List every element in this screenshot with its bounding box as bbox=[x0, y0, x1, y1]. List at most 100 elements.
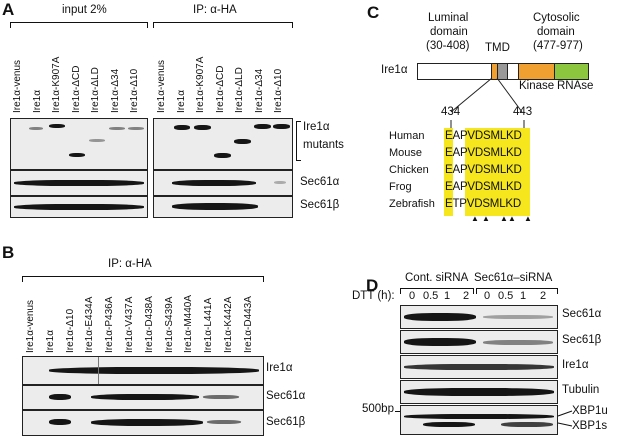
band bbox=[501, 422, 553, 427]
panel-d-row-sec61b: Sec61β bbox=[562, 334, 602, 346]
panel-c-rnase-label: RNAse bbox=[557, 80, 594, 92]
dtt-time-label: 2 bbox=[540, 290, 547, 302]
band bbox=[29, 127, 43, 130]
panel-c-luminal-2: domain bbox=[430, 26, 468, 38]
panel-b-ip-bracket bbox=[22, 276, 264, 282]
panel-a-ip-bracket bbox=[153, 22, 293, 28]
band bbox=[49, 394, 71, 400]
band bbox=[49, 124, 65, 128]
band bbox=[483, 340, 553, 345]
panel-c-highlight-e bbox=[444, 128, 453, 216]
panel-d-row-xbp1u: XBP1u bbox=[572, 405, 608, 417]
panel-d-xbp1-pointers bbox=[557, 410, 573, 427]
band bbox=[274, 181, 286, 184]
band bbox=[69, 153, 85, 157]
panel-c-luminal-1: Luminal bbox=[428, 12, 469, 24]
alignment-sequence: EAPVDSMLKD bbox=[445, 130, 522, 142]
dtt-time-label: 0.5 bbox=[498, 290, 514, 302]
panel-d-cont-label: Cont. siRNA bbox=[405, 272, 469, 284]
panel-a-row-sec61a: Sec61α bbox=[300, 176, 340, 188]
alignment-sequence: ETPVDSMLKD bbox=[445, 198, 521, 210]
alignment-sequence: EAPVDSMLKD bbox=[445, 147, 522, 159]
panel-b-blot-sec61a bbox=[22, 385, 264, 410]
dtt-time-label: 1 bbox=[520, 290, 527, 302]
panel-a-blot-input-sec61b bbox=[10, 196, 148, 218]
panel-a-row-sec61b: Sec61β bbox=[300, 199, 340, 211]
conservation-marker-icon: ▲ bbox=[482, 214, 490, 223]
band bbox=[234, 139, 251, 144]
band bbox=[404, 414, 554, 419]
panel-b-row-sec61a: Sec61α bbox=[266, 390, 306, 402]
panel-c-kinase-label: Kinase bbox=[519, 80, 555, 92]
panel-d-row-tubulin: Tubulin bbox=[562, 384, 600, 396]
alignment-sequence: EAPVDSMLKD bbox=[445, 181, 522, 193]
panel-a-row-mutants-line2: mutants bbox=[303, 139, 344, 151]
conservation-marker-icon: ▲ bbox=[500, 214, 508, 223]
conservation-marker-icon: ▲ bbox=[524, 214, 532, 223]
panel-a-blot-input-mutants bbox=[10, 118, 148, 170]
band bbox=[91, 419, 203, 426]
panel-c-tmd: TMD bbox=[485, 42, 510, 54]
band bbox=[404, 338, 476, 346]
dtt-time-label: 0 bbox=[484, 290, 491, 302]
panel-a-blot-ip-sec61a bbox=[153, 170, 293, 196]
band bbox=[49, 419, 71, 425]
band bbox=[404, 388, 554, 396]
alignment-species: Frog bbox=[389, 181, 412, 193]
panel-a-mutants-brace bbox=[296, 121, 301, 161]
alignment-species: Mouse bbox=[389, 147, 423, 159]
band bbox=[404, 364, 554, 370]
panel-d-blot-tubulin bbox=[400, 380, 558, 404]
panel-c-highlight-core bbox=[465, 128, 530, 216]
panel-d-letter: D bbox=[366, 276, 379, 295]
band bbox=[172, 180, 256, 186]
band bbox=[214, 153, 231, 158]
panel-d-ladder-tick bbox=[395, 411, 400, 412]
panel-a-row-mutants-line1: Ire1α bbox=[303, 121, 330, 133]
panel-c-protein-label: Ire1α bbox=[381, 64, 408, 76]
dtt-time-label: 0.5 bbox=[423, 290, 439, 302]
band bbox=[483, 315, 553, 319]
dtt-time-label: 1 bbox=[444, 290, 451, 302]
panel-a-blot-ip-mutants bbox=[153, 118, 293, 170]
alignment-species: Chicken bbox=[389, 164, 429, 176]
panel-d-ladder-label: 500bp bbox=[362, 403, 394, 415]
panel-d-blot-ire1a bbox=[400, 355, 558, 379]
dtt-time-label: 2 bbox=[463, 290, 470, 302]
band bbox=[404, 313, 476, 321]
panel-c-letter: C bbox=[367, 3, 380, 22]
panel-d-sec-bracket bbox=[476, 288, 558, 294]
panel-d-blot-sec61a bbox=[400, 305, 558, 329]
panel-d-row-sec61a: Sec61α bbox=[562, 308, 602, 320]
panel-a-input-label: input 2% bbox=[62, 4, 107, 16]
band bbox=[254, 124, 271, 129]
panel-a-blot-input-sec61a bbox=[10, 170, 148, 196]
panel-a-blot-ip-sec61b bbox=[153, 196, 293, 218]
dtt-time-label: 0 bbox=[409, 290, 416, 302]
alignment-sequence: EAPVDSMLKD bbox=[445, 164, 522, 176]
panel-b-ip-label: IP: α-HA bbox=[108, 258, 152, 270]
panel-c-cyto-2: domain bbox=[537, 26, 575, 38]
panel-c-tmd-segment bbox=[497, 63, 508, 80]
panel-a-ip-label: IP: α-HA bbox=[193, 4, 237, 16]
panel-d-dtt-label: DTT (h): bbox=[352, 290, 395, 302]
panel-b-row-ire1a: Ire1α bbox=[266, 362, 293, 374]
band bbox=[273, 124, 290, 129]
panel-d-cont-bracket bbox=[400, 288, 474, 294]
panel-a-input-bracket bbox=[10, 22, 148, 28]
panel-c-pos-end: 443 bbox=[513, 106, 533, 118]
band bbox=[423, 422, 475, 427]
conservation-marker-icon: ▲ bbox=[471, 214, 479, 223]
band bbox=[91, 394, 199, 400]
panel-d-blot-xbp1 bbox=[400, 405, 558, 435]
alignment-species: Zebrafish bbox=[389, 198, 435, 210]
panel-c-cyto-3: (477-977) bbox=[533, 40, 583, 52]
band bbox=[128, 127, 144, 130]
panel-d-row-xbp1s: XBP1s bbox=[572, 420, 608, 432]
band bbox=[174, 125, 190, 130]
alignment-species: Human bbox=[389, 130, 425, 142]
panel-b-blot-sec61b bbox=[22, 410, 264, 436]
panel-d-blot-sec61b bbox=[400, 330, 558, 354]
panel-c-luminal-3: (30-408) bbox=[426, 40, 470, 52]
